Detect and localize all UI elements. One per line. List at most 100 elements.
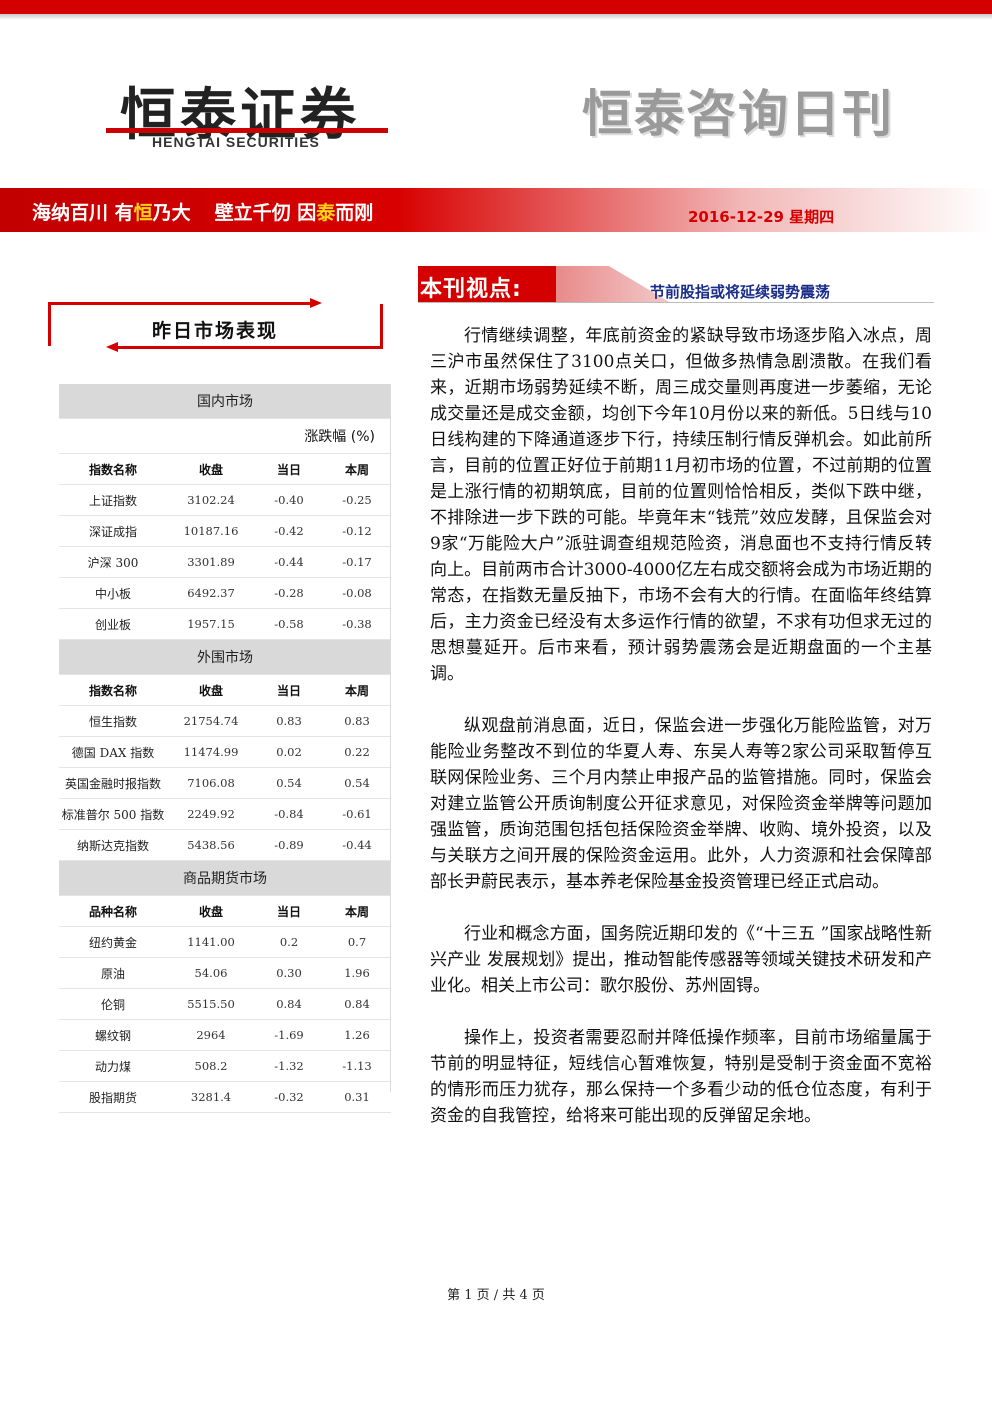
article-paragraph: 行业和概念方面，国务院近期印发的《“十三五 ”国家战略性新兴产业 发展规划》提出… [430,924,932,996]
index-value: 5438.56 [167,829,255,861]
index-value: -0.12 [323,515,391,547]
page-footer: 第 1 页 / 共 4 页 [447,1288,545,1303]
article-paragraph: 纵观盘前消息面，近日，保监会进一步强化万能险监管，对万能险业务整改不到位的华夏人… [430,716,932,892]
index-value: -1.32 [255,1050,323,1082]
article-paragraph: 操作上，投资者需要忍耐并降低操作频率，目前市场缩量属于节前的明显特征，短线信心暂… [430,1028,932,1126]
column-header: 本周 [323,674,391,706]
index-value: 0.22 [323,736,391,768]
article-headline: 节前股指或将延续弱势震荡 [650,283,831,301]
index-name: 上证指数 [59,484,167,516]
index-name: 恒生指数 [59,705,167,737]
index-value: 3301.89 [167,546,255,578]
column-header-row: 指数名称收盘当日本周 [59,453,391,485]
section-name: 国内市场 [59,384,391,419]
company-logo-subtitle: HENGTAI SECURITIES [152,134,320,150]
top-red-bar [0,0,992,14]
table-right-border [390,384,391,1092]
index-value: -0.44 [323,829,391,861]
company-logo-text: 恒泰证券 [120,82,360,148]
section-header-row: 商品期货市场 [59,860,391,896]
index-value: -0.61 [323,798,391,830]
index-value: 0.84 [255,988,323,1020]
index-name: 动力煤 [59,1050,167,1082]
index-value: 1141.00 [167,926,255,958]
index-value: -0.25 [323,484,391,516]
publication-title: 恒泰咨询日刊 [582,85,894,143]
index-value: 3102.24 [167,484,255,516]
index-value: 0.54 [323,767,391,799]
index-name: 英国金融时报指数 [59,767,167,799]
index-value: 0.30 [255,957,323,989]
index-value: -0.17 [323,546,391,578]
index-name: 标准普尔 500 指数 [59,798,167,830]
column-header: 当日 [255,895,323,927]
slogan-segment: 海纳百川 有 [32,202,134,224]
index-name: 德国 DAX 指数 [59,736,167,768]
index-value: -0.28 [255,577,323,609]
column-header: 收盘 [167,453,255,485]
index-value: -0.44 [255,546,323,578]
title-frame-bottom-line [116,346,383,349]
viewpoint-label: 本刊视点: [420,277,522,302]
title-frame-top-line [48,302,312,305]
index-value: 0.02 [255,736,323,768]
index-name: 股指期货 [59,1081,167,1113]
slogan-highlight: 泰 [316,202,336,224]
index-value: -0.84 [255,798,323,830]
index-value: 0.7 [323,926,391,958]
index-name: 沪深 300 [59,546,167,578]
market-section-title: 昨日市场表现 [152,320,279,342]
index-value: -0.38 [323,608,391,640]
index-value: -1.69 [255,1019,323,1051]
top-bar-shadow [0,14,992,20]
slogan: 海纳百川 有恒乃大壁立千仞 因泰而刚 [32,198,373,225]
column-header: 指数名称 [59,674,167,706]
index-value: 6492.37 [167,577,255,609]
section-header-row: 外围市场 [59,639,391,675]
index-value: 10187.16 [167,515,255,547]
arrow-left-icon [106,342,118,352]
column-header: 指数名称 [59,453,167,485]
index-value: -0.40 [255,484,323,516]
title-frame-left-line [48,302,51,346]
column-header: 本周 [323,895,391,927]
index-value: 2964 [167,1019,255,1051]
index-value: 11474.99 [167,736,255,768]
slogan-highlight: 恒 [133,202,153,224]
index-value: 0.31 [323,1081,391,1113]
slogan-segment: 而刚 [335,202,374,224]
index-value: 508.2 [167,1050,255,1082]
index-value: 2249.92 [167,798,255,830]
slogan-segment: 壁立千仞 因 [214,202,317,224]
section-header-row: 国内市场 [59,384,391,419]
index-value: -0.42 [255,515,323,547]
index-name: 纽约黄金 [59,926,167,958]
index-name: 深证成指 [59,515,167,547]
index-value: 5515.50 [167,988,255,1020]
column-header-row: 品种名称收盘当日本周 [59,895,391,927]
column-header: 本周 [323,453,391,485]
index-name: 伦铜 [59,988,167,1020]
index-value: 1957.15 [167,608,255,640]
index-name: 中小板 [59,577,167,609]
column-header-row: 指数名称收盘当日本周 [59,674,391,706]
index-value: 0.83 [323,705,391,737]
index-value: 0.54 [255,767,323,799]
index-value: 21754.74 [167,705,255,737]
index-value: -0.32 [255,1081,323,1113]
index-value: 7106.08 [167,767,255,799]
